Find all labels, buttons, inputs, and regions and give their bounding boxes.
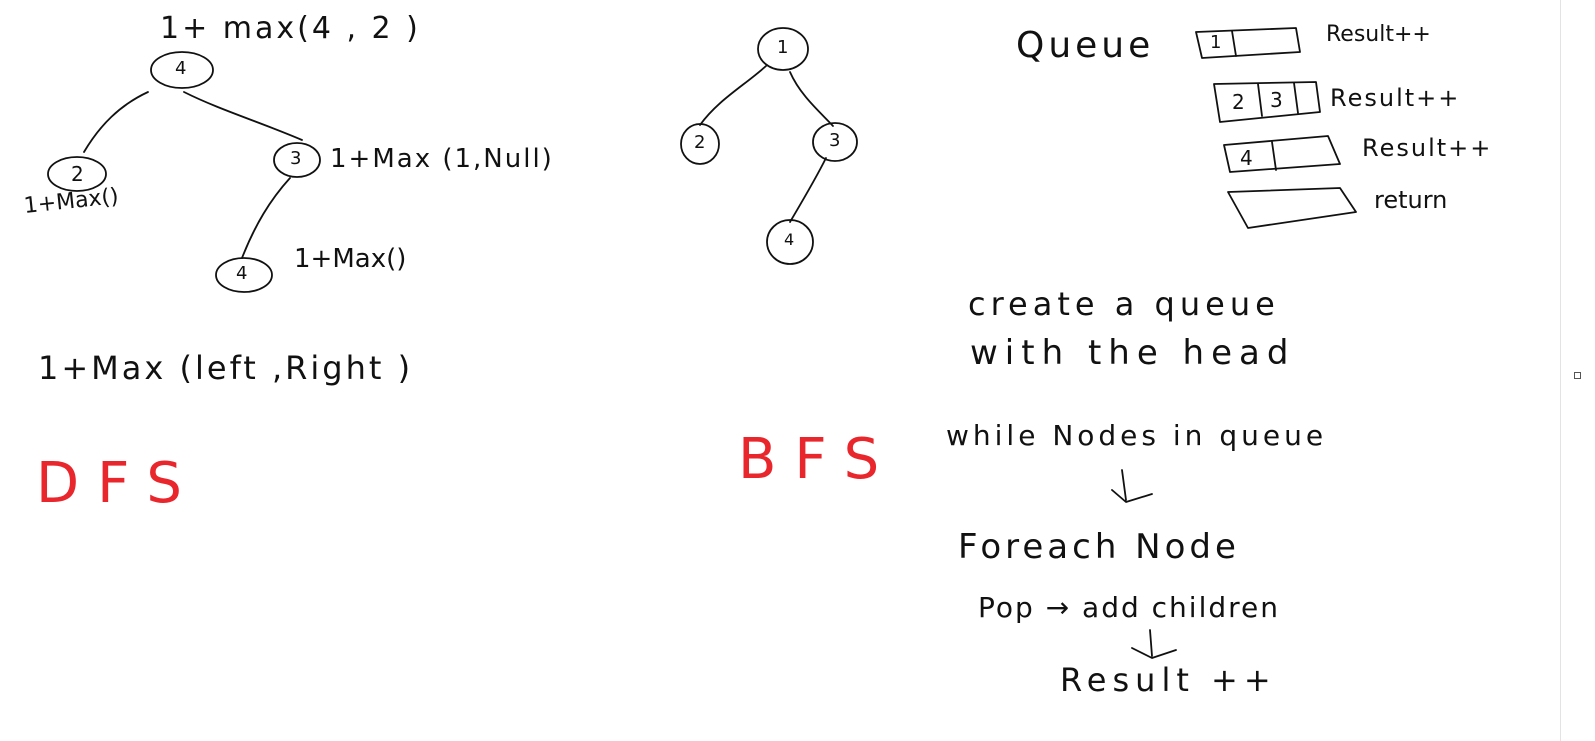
dfs-node-4-note: 1+Max()	[294, 244, 407, 274]
whiteboard-canvas[interactable]: 1+ max(4 , 2 ) 4 2 3 4	[0, 0, 1560, 741]
bfs-edge-1-3	[789, 71, 834, 127]
bfs-edge-1-2	[699, 65, 767, 126]
dfs-title: DFS	[36, 451, 200, 516]
arrow-down-1	[1111, 469, 1153, 503]
queue-row-1-cell-1: 1	[1210, 32, 1222, 53]
queue-label: Queue	[1016, 25, 1155, 66]
queue-box-2	[1213, 81, 1321, 123]
dfs-edge-4-2	[83, 91, 149, 153]
step-create-queue: create a queue	[968, 285, 1280, 323]
queue-row-3-cell-1: 4	[1240, 146, 1253, 170]
queue-row-4-note: return	[1374, 186, 1448, 214]
dfs-edge-4-3	[183, 91, 303, 141]
bfs-edge-3-4	[789, 157, 827, 223]
step-pop-add-children: Pop → add children	[978, 591, 1280, 624]
dfs-node-root-label: 4	[175, 58, 187, 79]
dfs-node-3-note: 1+Max (1,Null)	[330, 144, 554, 174]
dfs-node-bottom	[215, 257, 273, 293]
queue-box-3	[1223, 135, 1341, 173]
step-while-nodes: while Nodes in queue	[946, 419, 1328, 452]
dfs-edge-3-4	[241, 177, 291, 259]
bfs-title: BFS	[738, 427, 898, 492]
dfs-top-formula: 1+ max(4 , 2 )	[160, 11, 421, 46]
dfs-general-formula: 1+Max (left ,Right )	[38, 349, 414, 387]
queue-row-2-cell-1: 2	[1232, 90, 1245, 114]
bfs-node-right	[812, 122, 858, 162]
arrow-down-2	[1131, 629, 1177, 659]
vertical-scrollbar[interactable]	[1560, 0, 1595, 741]
queue-box-1	[1195, 27, 1301, 59]
bfs-node-root-label: 1	[777, 37, 789, 58]
queue-row-2-note: Result++	[1330, 84, 1461, 112]
queue-row-3-note: Result++	[1362, 134, 1493, 162]
dfs-node-right-label: 3	[290, 148, 302, 169]
bfs-node-bottom	[766, 219, 814, 265]
bfs-node-root	[757, 27, 809, 71]
scroll-thumb[interactable]	[1574, 372, 1581, 379]
tree-drawings	[47, 27, 1357, 659]
queue-row-1-note: Result++	[1326, 22, 1431, 47]
step-result-increment: Result ++	[1060, 661, 1277, 699]
dfs-node-left	[47, 156, 107, 192]
dfs-node-left-label: 2	[71, 162, 84, 186]
queue-box-4	[1227, 187, 1357, 229]
step-foreach-node: Foreach Node	[958, 527, 1240, 567]
bfs-node-left	[680, 123, 720, 165]
step-with-head: with the head	[970, 333, 1296, 373]
queue-row-2-cell-2: 3	[1270, 88, 1283, 112]
bfs-node-bottom-label: 4	[784, 230, 795, 249]
dfs-node-right	[273, 142, 321, 178]
bfs-node-right-label: 3	[829, 130, 841, 151]
bfs-node-left-label: 2	[694, 132, 706, 153]
dfs-node-bottom-label: 4	[236, 263, 248, 284]
dfs-node-root	[150, 51, 214, 89]
